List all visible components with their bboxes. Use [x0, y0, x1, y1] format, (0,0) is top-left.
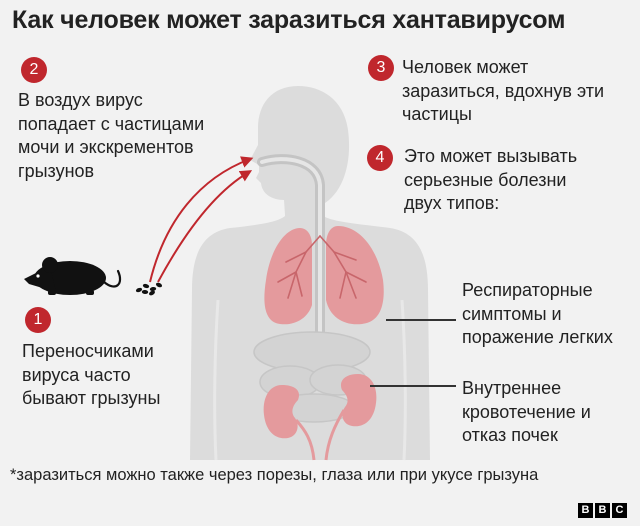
- step-text-line: двух типов:: [404, 193, 500, 213]
- logo-letter: B: [595, 503, 610, 518]
- step-text-line: заразиться, вдохнув эти: [402, 80, 605, 101]
- step-text-line: Человек может: [402, 57, 529, 77]
- arm-separator-left: [213, 299, 220, 461]
- step-text-line: попадает с частицами: [18, 113, 205, 134]
- airway: [257, 154, 325, 340]
- leader-lines: [370, 319, 456, 387]
- page-title: Как человек может заразиться хантавирусо…: [12, 6, 566, 34]
- step-text-line: Переносчиками: [22, 341, 154, 361]
- step-text-line: вируса часто: [22, 364, 131, 385]
- step-badge-3: 3: [368, 55, 394, 81]
- step-badge-1: 1: [25, 307, 51, 333]
- bbc-logo: B B C: [578, 503, 627, 518]
- outcome-text-line: симптомы и: [462, 303, 562, 324]
- step-text-line: частицы: [402, 104, 472, 124]
- step-text-3: Человек может заразиться, вдохнув эти ча…: [402, 56, 604, 127]
- step-text-2: В воздух вирус попадает с частицами мочи…: [18, 89, 204, 183]
- curved-arrow-icon: [149, 156, 254, 283]
- step-text-line: мочи и экскрементов: [18, 137, 194, 157]
- droppings-icon: [135, 282, 163, 296]
- logo-letter: B: [578, 503, 593, 518]
- step-text-line: бывают грызуны: [22, 388, 161, 408]
- kidneys-icon: [263, 374, 377, 461]
- step-badge-2: 2: [21, 57, 47, 83]
- outcome-text-line: кровотечение и: [462, 401, 591, 422]
- logo-letter: C: [612, 503, 627, 518]
- outcome-respiratory: Респираторные симптомы и поражение легки…: [462, 279, 613, 350]
- step-text-4: Это может вызывать серьезные болезни дву…: [404, 145, 577, 216]
- step-text-1: Переносчиками вируса часто бывают грызун…: [22, 340, 160, 411]
- outcome-text-line: Внутреннее: [462, 378, 562, 398]
- step-badge-4: 4: [367, 145, 393, 171]
- footnote: *заразиться можно также через порезы, гл…: [10, 466, 539, 484]
- outcome-text-line: поражение легких: [462, 327, 613, 347]
- step-text-line: В воздух вирус: [18, 90, 143, 110]
- mouse-icon: [24, 257, 122, 295]
- outcome-text-line: отказ почек: [462, 425, 558, 445]
- outcome-text-line: Респираторные: [462, 280, 593, 300]
- step-text-line: грызунов: [18, 160, 95, 181]
- outcome-renal: Внутреннее кровотечение и отказ почек: [462, 377, 591, 448]
- step-text-line: Это может вызывать: [404, 146, 578, 166]
- lungs-icon: [264, 226, 384, 325]
- step-text-line: серьезные болезни: [404, 169, 567, 190]
